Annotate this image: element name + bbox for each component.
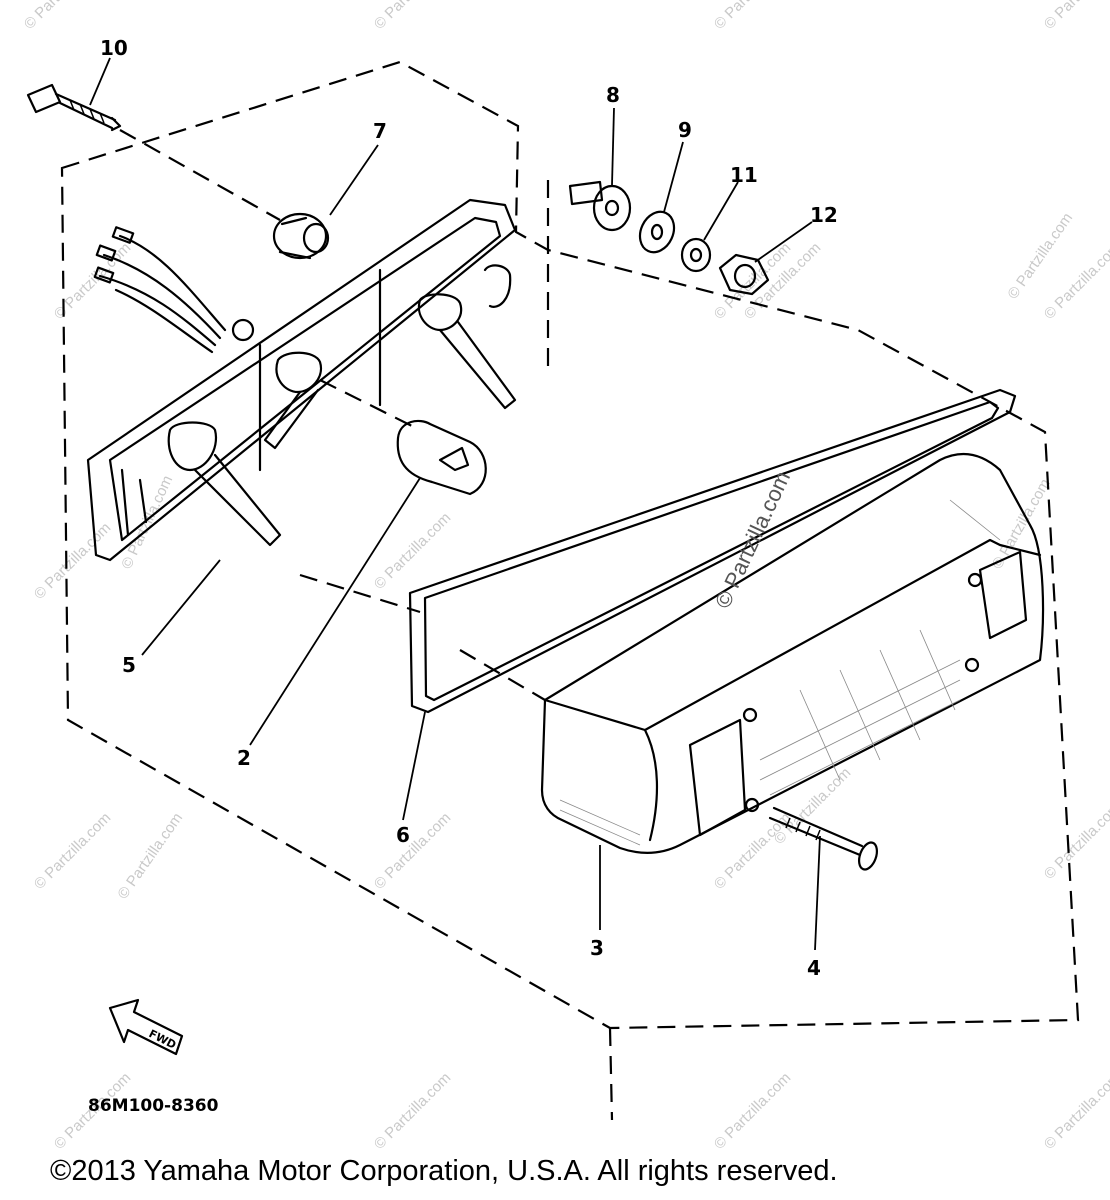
assembly-boundary (60, 60, 1080, 1030)
watermark: © Partzilla.com (371, 1069, 454, 1152)
nut-12 (718, 253, 770, 296)
diagram-code: 86M100-8360 (88, 1096, 219, 1116)
watermark: © Partzilla.com (31, 519, 114, 602)
watermark: © Partzilla.com (114, 810, 186, 903)
watermark: © Partzilla.com (21, 0, 104, 33)
lens-3 (540, 453, 1045, 854)
watermark: © Partzilla.com (711, 1069, 794, 1152)
guide-line (299, 573, 421, 614)
callout-8: 8 (606, 83, 620, 107)
callout-9: 9 (678, 118, 692, 142)
guide-line (319, 379, 421, 431)
callout-12: 12 (810, 203, 838, 227)
bolt-10 (26, 83, 281, 221)
collar-8 (568, 180, 632, 232)
watermark: © Partzilla.com (1041, 0, 1110, 33)
callout-5: 5 (122, 653, 136, 677)
watermark-layer: © Partzilla.com © Partzilla.com © Partzi… (21, 0, 1110, 1153)
callout-11: 11 (730, 163, 758, 187)
grommet-7 (272, 212, 330, 260)
watermark: © Partzilla.com (371, 809, 454, 892)
gasket-6 (408, 388, 1017, 714)
watermark: © Partzilla.com (371, 509, 454, 592)
assembly-tail (608, 1027, 614, 1121)
callout-2: 2 (237, 746, 251, 770)
callout-6: 6 (396, 823, 410, 847)
copyright-notice: ©2013 Yamaha Motor Corporation, U.S.A. A… (50, 1155, 838, 1187)
leader-lines (89, 57, 821, 951)
watermark-large: © Partzilla.com (710, 467, 795, 612)
guide-line (459, 649, 546, 701)
watermark: © Partzilla.com (711, 0, 794, 33)
screw-4 (768, 806, 879, 871)
washer-9 (638, 210, 676, 254)
watermark: © Partzilla.com (1041, 1069, 1110, 1152)
watermark: © Partzilla.com (1041, 799, 1110, 882)
callout-4: 4 (807, 956, 821, 980)
callout-7: 7 (373, 119, 387, 143)
watermark: © Partzilla.com (31, 809, 114, 892)
bulb-2 (396, 419, 487, 496)
watermark: © Partzilla.com (371, 0, 454, 33)
fwd-arrow: FWD (108, 998, 184, 1056)
spring-washer-11 (680, 237, 712, 273)
callout-3: 3 (590, 936, 604, 960)
callout-10: 10 (100, 36, 128, 60)
lamp-housing-5 (86, 198, 517, 562)
